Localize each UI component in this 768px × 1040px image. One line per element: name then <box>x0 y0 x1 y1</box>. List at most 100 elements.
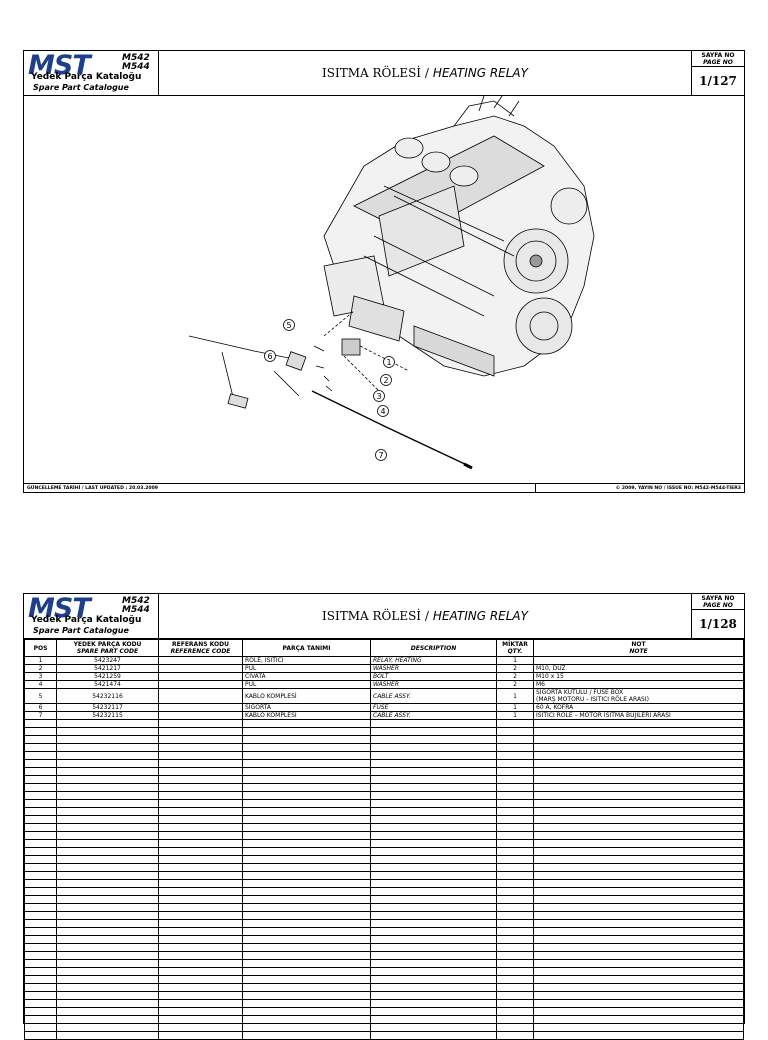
empty-cell <box>496 751 534 760</box>
empty-cell <box>242 831 371 840</box>
cell-desc: RELAY, HEATING <box>370 656 497 665</box>
cell-name: KABLO KOMPLESİ <box>242 711 371 720</box>
empty-cell <box>496 879 534 888</box>
empty-cell <box>242 743 371 752</box>
empty-cell <box>158 895 243 904</box>
empty-cell <box>56 983 159 992</box>
empty-cell <box>496 719 534 728</box>
empty-cell <box>370 727 497 736</box>
empty-cell <box>56 903 159 912</box>
empty-cell <box>56 863 159 872</box>
empty-cell <box>24 967 57 976</box>
cell-pos: 2 <box>24 664 57 673</box>
empty-cell <box>56 935 159 944</box>
empty-cell <box>370 719 497 728</box>
empty-cell <box>370 903 497 912</box>
title-tr: ISITMA RÖLESİ / <box>322 66 429 80</box>
empty-cell <box>24 1023 57 1032</box>
cell-code: 5421259 <box>56 672 159 681</box>
empty-cell <box>158 903 243 912</box>
empty-cell <box>56 951 159 960</box>
empty-table-row <box>24 935 744 944</box>
empty-cell <box>24 743 57 752</box>
empty-cell <box>496 1015 534 1024</box>
empty-table-row <box>24 719 744 728</box>
empty-cell <box>242 943 371 952</box>
empty-cell <box>158 767 243 776</box>
empty-cell <box>56 991 159 1000</box>
catalogue-title-en: Spare Part Catalogue <box>33 626 129 635</box>
empty-cell <box>24 895 57 904</box>
empty-cell <box>533 799 744 808</box>
empty-cell <box>370 759 497 768</box>
cell-code: 5423247 <box>56 656 159 665</box>
empty-table-row <box>24 807 744 816</box>
empty-cell <box>24 879 57 888</box>
title-en: HEATING RELAY <box>432 66 528 80</box>
empty-cell <box>533 1015 744 1024</box>
empty-cell <box>533 783 744 792</box>
empty-cell <box>24 1007 57 1016</box>
empty-cell <box>370 999 497 1008</box>
empty-cell <box>24 783 57 792</box>
empty-cell <box>24 871 57 880</box>
empty-cell <box>496 911 534 920</box>
empty-table-row <box>24 951 744 960</box>
empty-cell <box>56 879 159 888</box>
empty-cell <box>496 815 534 824</box>
empty-cell <box>24 887 57 896</box>
empty-cell <box>24 855 57 864</box>
empty-cell <box>370 783 497 792</box>
empty-cell <box>533 967 744 976</box>
empty-cell <box>496 1023 534 1032</box>
title-en: HEATING RELAY <box>432 609 528 623</box>
empty-table-row <box>24 727 744 736</box>
empty-cell <box>24 919 57 928</box>
empty-cell <box>533 831 744 840</box>
empty-cell <box>242 911 371 920</box>
cell-name: SİGORTA <box>242 703 371 712</box>
empty-cell <box>158 1015 243 1024</box>
empty-cell <box>370 775 497 784</box>
catalogue-title-en: Spare Part Catalogue <box>33 83 129 92</box>
note-line-2: (MARŞ MOTORU - ISITICI RÖLE ARASI) <box>536 696 649 703</box>
empty-cell <box>533 719 744 728</box>
empty-cell <box>56 847 159 856</box>
empty-table-row <box>24 775 744 784</box>
col-description: DESCRIPTION <box>370 639 497 657</box>
cell-desc: BOLT <box>370 672 497 681</box>
empty-cell <box>158 847 243 856</box>
empty-cell <box>24 975 57 984</box>
empty-cell <box>370 863 497 872</box>
empty-cell <box>158 983 243 992</box>
empty-cell <box>496 775 534 784</box>
empty-table-row <box>24 823 744 832</box>
empty-cell <box>370 743 497 752</box>
cell-note: M10, DÜZ <box>533 664 744 673</box>
empty-cell <box>496 847 534 856</box>
empty-cell <box>370 735 497 744</box>
empty-cell <box>242 863 371 872</box>
empty-table-row <box>24 791 744 800</box>
cell-name: CIVATA <box>242 672 371 681</box>
empty-cell <box>533 975 744 984</box>
callout-4: 4 <box>380 407 385 416</box>
cell-ref <box>158 656 243 665</box>
empty-cell <box>370 887 497 896</box>
empty-cell <box>242 1023 371 1032</box>
empty-cell <box>56 855 159 864</box>
empty-cell <box>56 751 159 760</box>
empty-cell <box>24 847 57 856</box>
empty-cell <box>370 983 497 992</box>
empty-cell <box>56 895 159 904</box>
empty-cell <box>24 735 57 744</box>
empty-cell <box>242 967 371 976</box>
empty-cell <box>56 743 159 752</box>
empty-cell <box>158 1023 243 1032</box>
